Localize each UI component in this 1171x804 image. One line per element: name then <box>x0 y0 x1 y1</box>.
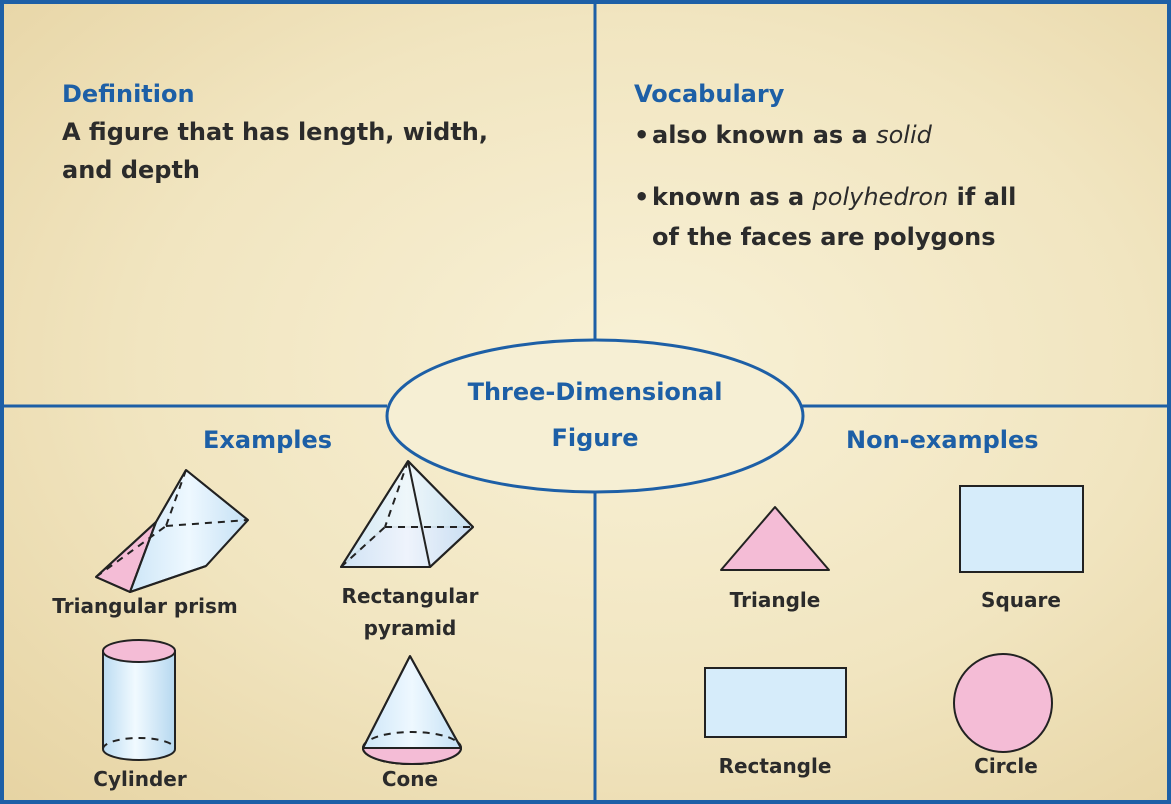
examples-heading: Examples <box>203 426 333 454</box>
triangle-shape <box>720 506 830 571</box>
center-ellipse <box>385 338 805 494</box>
square-label: Square <box>981 588 1061 612</box>
non-examples-heading: Non-examples <box>846 426 1039 454</box>
vocabulary-item-2-line-2: of the faces are polygons <box>652 223 996 251</box>
vocabulary-term-solid: solid <box>876 121 932 149</box>
rectangle-label: Rectangle <box>718 754 832 778</box>
square-shape <box>959 485 1084 573</box>
bullet-icon: • <box>634 183 650 211</box>
vocabulary-heading: Vocabulary <box>634 80 785 108</box>
rectangular-pyramid-label-line-2: pyramid <box>363 616 457 640</box>
center-title-line-1: Three-Dimensional <box>467 378 723 406</box>
triangle-label: Triangle <box>729 588 821 612</box>
definition-heading: Definition <box>62 80 195 108</box>
definition-line-1: A figure that has length, width, <box>62 118 489 146</box>
vocabulary-term-polyhedron: polyhedron <box>812 183 949 211</box>
vocabulary-item-1: •also known as a solid <box>634 115 932 155</box>
circle-label: Circle <box>974 754 1038 778</box>
center-title-line-2: Figure <box>551 424 639 452</box>
cylinder-label: Cylinder <box>93 767 187 791</box>
definition-line-2: and depth <box>62 156 201 184</box>
circle-shape <box>953 653 1053 753</box>
vocabulary-item-2: •known as a polyhedron if all <box>634 177 1016 217</box>
rectangle-shape <box>704 667 847 738</box>
cone-shape <box>362 655 462 765</box>
triangular-prism-shape <box>95 469 249 593</box>
rectangular-pyramid-label-line-1: Rectangular <box>341 584 479 608</box>
rectangular-pyramid-shape <box>340 460 474 568</box>
triangular-prism-label: Triangular prism <box>52 594 238 618</box>
cone-label: Cone <box>381 767 439 791</box>
cylinder-shape <box>102 639 176 761</box>
bullet-icon: • <box>634 121 650 149</box>
